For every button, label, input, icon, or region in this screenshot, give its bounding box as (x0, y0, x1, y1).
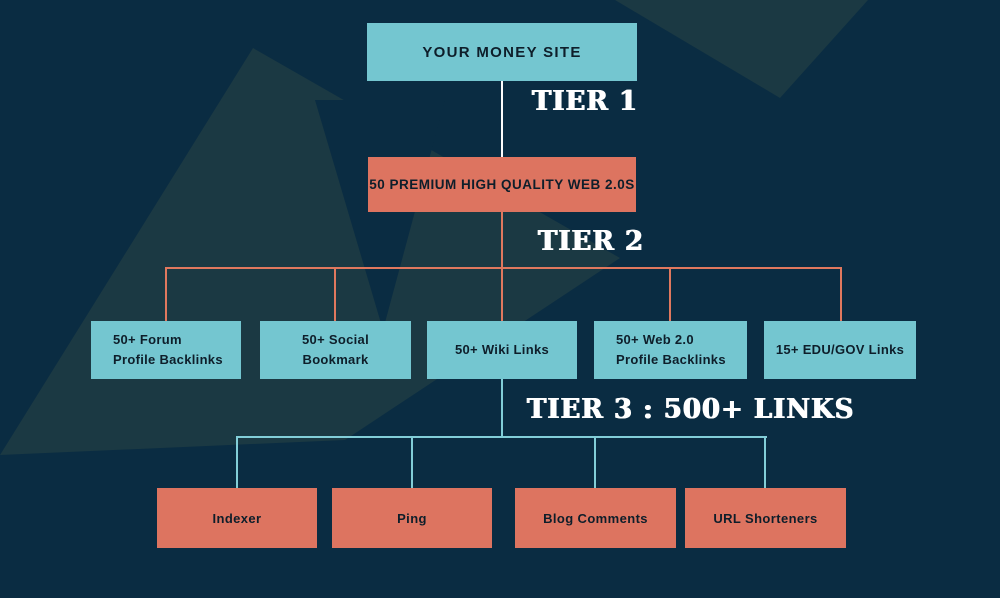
background-top-triangle (615, 0, 868, 98)
node-blog-comments-label: Blog Comments (543, 510, 648, 526)
connector-tier3-drop-2 (411, 436, 413, 488)
node-blog-comments: Blog Comments (515, 488, 676, 548)
tier1-label: TIER 1 (532, 86, 639, 118)
connector-tier3-bus (237, 436, 767, 438)
node-your-money-site-label: YOUR MONEY SITE (422, 43, 582, 61)
node-premium-web20s-label: 50 PREMIUM HIGH QUALITY WEB 2.0S (369, 177, 635, 192)
node-url-shorteners-label: URL Shorteners (713, 510, 818, 526)
node-social-bookmark: 50+ Social Bookmark (260, 321, 411, 379)
node-forum-profile-backlinks-line1: 50+ Forum (113, 332, 182, 347)
node-ping: Ping (332, 488, 492, 548)
connector-tier2-bus (166, 267, 842, 269)
node-indexer: Indexer (157, 488, 317, 548)
node-forum-profile-backlinks: 50+ Forum Profile Backlinks (91, 321, 241, 379)
connector-tier3-drop-3 (594, 436, 596, 488)
connector-tier2-drop-1 (165, 267, 167, 321)
node-web20-profile-backlinks: 50+ Web 2.0 Profile Backlinks (594, 321, 747, 379)
connector-root-to-tier1 (501, 81, 503, 158)
connector-tier3-drop-1 (236, 436, 238, 488)
node-forum-profile-backlinks-line2: Profile Backlinks (113, 352, 223, 367)
node-indexer-label: Indexer (212, 510, 262, 526)
node-edu-gov-links-line1: 15+ EDU/GOV Links (775, 342, 905, 357)
node-edu-gov-links: 15+ EDU/GOV Links (764, 321, 916, 379)
node-wiki-links-line1: 50+ Wiki Links (454, 342, 550, 357)
connector-tier3-drop-4 (764, 436, 766, 488)
tier3-label: TIER 3 : 500+ LINKS (527, 394, 855, 426)
connector-tier2-drop-5 (840, 267, 842, 321)
node-social-bookmark-line1: 50+ Social (302, 332, 369, 347)
connector-tier2-drop-3 (501, 267, 503, 321)
node-url-shorteners: URL Shorteners (685, 488, 846, 548)
node-premium-web20s: 50 PREMIUM HIGH QUALITY WEB 2.0S (368, 157, 636, 212)
node-your-money-site: YOUR MONEY SITE (367, 23, 637, 81)
node-social-bookmark-line2: Bookmark (302, 352, 369, 367)
node-web20-profile-backlinks-line1: 50+ Web 2.0 (616, 332, 694, 347)
node-web20-profile-backlinks-line2: Profile Backlinks (616, 352, 726, 367)
node-wiki-links: 50+ Wiki Links (427, 321, 577, 379)
connector-tier2-drop-4 (669, 267, 671, 321)
tier2-label: TIER 2 (538, 226, 645, 258)
connector-tier2-drop-2 (334, 267, 336, 321)
node-ping-label: Ping (397, 510, 427, 526)
connector-tier2-stem (501, 379, 503, 437)
connector-tier1-stem (501, 212, 503, 268)
